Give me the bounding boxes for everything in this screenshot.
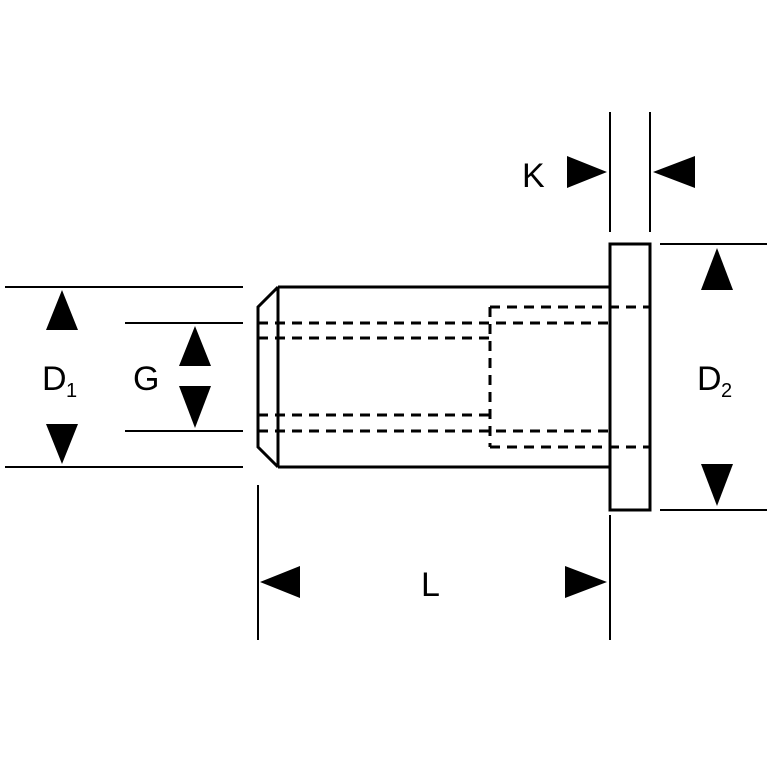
d1-label: D <box>42 360 67 398</box>
flange-outline <box>608 242 652 512</box>
d2-label: D <box>697 360 722 398</box>
arrow-down-icon <box>701 464 733 506</box>
arrow-down-icon <box>46 424 78 464</box>
dimension-l: L <box>257 485 611 640</box>
arrow-up-icon <box>701 248 733 290</box>
l-extension-lines <box>257 485 611 640</box>
arrow-up-icon <box>179 326 211 366</box>
d1-subscript: 1 <box>66 380 77 402</box>
dimension-d1: D 1 <box>5 286 243 468</box>
dimension-d2: D 2 <box>660 243 767 511</box>
dimension-k: K <box>522 112 695 232</box>
shank-outline <box>256 285 610 469</box>
arrow-up-icon <box>46 290 78 330</box>
arrow-left-icon <box>260 566 300 598</box>
arrow-down-icon <box>179 386 211 428</box>
l-label: L <box>421 566 440 604</box>
arrow-right-icon <box>567 156 607 188</box>
k-label: K <box>522 157 545 195</box>
k-extension-lines <box>609 112 651 232</box>
dimension-g: G <box>125 322 243 432</box>
d2-subscript: 2 <box>721 380 732 402</box>
d2-extension-lines <box>660 243 767 511</box>
counterbore-hidden-lines <box>488 305 650 449</box>
g-label: G <box>133 360 159 398</box>
arrow-right-icon <box>565 566 607 598</box>
d1-extension-lines <box>5 286 243 468</box>
rivet-nut-body <box>256 242 652 512</box>
g-extension-lines <box>125 322 243 432</box>
arrow-left-icon <box>653 156 695 188</box>
thread-hidden-lines <box>258 321 610 433</box>
